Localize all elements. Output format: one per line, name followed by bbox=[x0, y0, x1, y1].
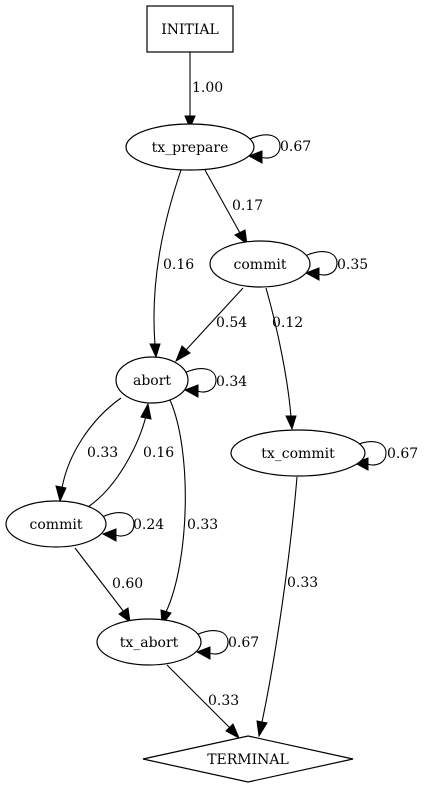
edge-commit-lower-self-loop: 0.24 bbox=[101, 512, 164, 542]
edge-commit-lower-to-tx-abort: 0.60 bbox=[74, 547, 143, 624]
edge-abort-to-commit-lower: 0.33 bbox=[55, 397, 122, 503]
node-label: tx_prepare bbox=[152, 140, 229, 156]
edge-label: 0.33 bbox=[287, 575, 318, 591]
edge-label: 0.54 bbox=[216, 315, 247, 331]
edge-label: 0.35 bbox=[337, 257, 368, 273]
node-label: tx_abort bbox=[120, 635, 179, 651]
edge-label: 0.16 bbox=[143, 445, 174, 461]
node-label: commit bbox=[234, 257, 287, 273]
edge-initial-to-tx-prepare: 1.00 bbox=[184, 52, 223, 130]
edge-abort-self-loop: 0.34 bbox=[183, 368, 247, 398]
edge-label: 0.33 bbox=[87, 445, 118, 461]
edge-tx-prepare-to-commit: 0.17 bbox=[204, 169, 263, 246]
edge-label: 0.67 bbox=[280, 139, 311, 155]
edge-commit-upper-self-loop: 0.35 bbox=[304, 251, 368, 281]
edge-tx-abort-to-terminal: 0.33 bbox=[166, 664, 241, 740]
edge-label: 0.67 bbox=[387, 446, 418, 462]
edge-tx-prepare-to-abort: 0.16 bbox=[149, 169, 194, 359]
edge-tx-commit-self-loop: 0.67 bbox=[353, 441, 418, 471]
node-tx-commit: tx_commit bbox=[230, 429, 366, 477]
edge-label: 0.16 bbox=[163, 257, 194, 273]
edge-label: 0.17 bbox=[232, 198, 263, 214]
edge-tx-prepare-self-loop: 0.67 bbox=[247, 134, 311, 164]
edge-commit-lower-to-abort: 0.16 bbox=[87, 402, 174, 508]
node-tx-prepare: tx_prepare bbox=[125, 123, 255, 171]
node-commit-lower: commit bbox=[5, 500, 107, 548]
edge-label: 0.24 bbox=[133, 517, 164, 533]
edge-label: 1.00 bbox=[192, 80, 223, 96]
node-label: TERMINAL bbox=[207, 752, 289, 768]
edge-label: 0.34 bbox=[216, 374, 247, 390]
node-label: INITIAL bbox=[161, 22, 219, 38]
node-label: abort bbox=[133, 373, 171, 389]
node-abort: abort bbox=[115, 356, 189, 404]
node-commit-upper: commit bbox=[209, 240, 311, 288]
node-tx-abort: tx_abort bbox=[96, 618, 202, 666]
edge-label: 0.12 bbox=[272, 315, 303, 331]
edge-tx-abort-self-loop: 0.67 bbox=[195, 630, 259, 660]
edge-label: 0.33 bbox=[208, 693, 239, 709]
edge-label: 0.60 bbox=[112, 576, 143, 592]
edge-tx-commit-to-terminal: 0.33 bbox=[256, 476, 318, 738]
node-terminal: TERMINAL bbox=[142, 735, 354, 783]
edge-commit-to-tx-commit: 0.12 bbox=[265, 287, 303, 431]
node-label: commit bbox=[30, 517, 83, 533]
edge-commit-to-abort: 0.54 bbox=[175, 287, 247, 363]
node-label: tx_commit bbox=[261, 446, 335, 462]
edge-label: 0.33 bbox=[187, 517, 218, 533]
edge-label: 0.67 bbox=[228, 635, 259, 651]
edge-abort-to-tx-abort: 0.33 bbox=[160, 399, 218, 627]
node-initial: INITIAL bbox=[146, 5, 234, 53]
